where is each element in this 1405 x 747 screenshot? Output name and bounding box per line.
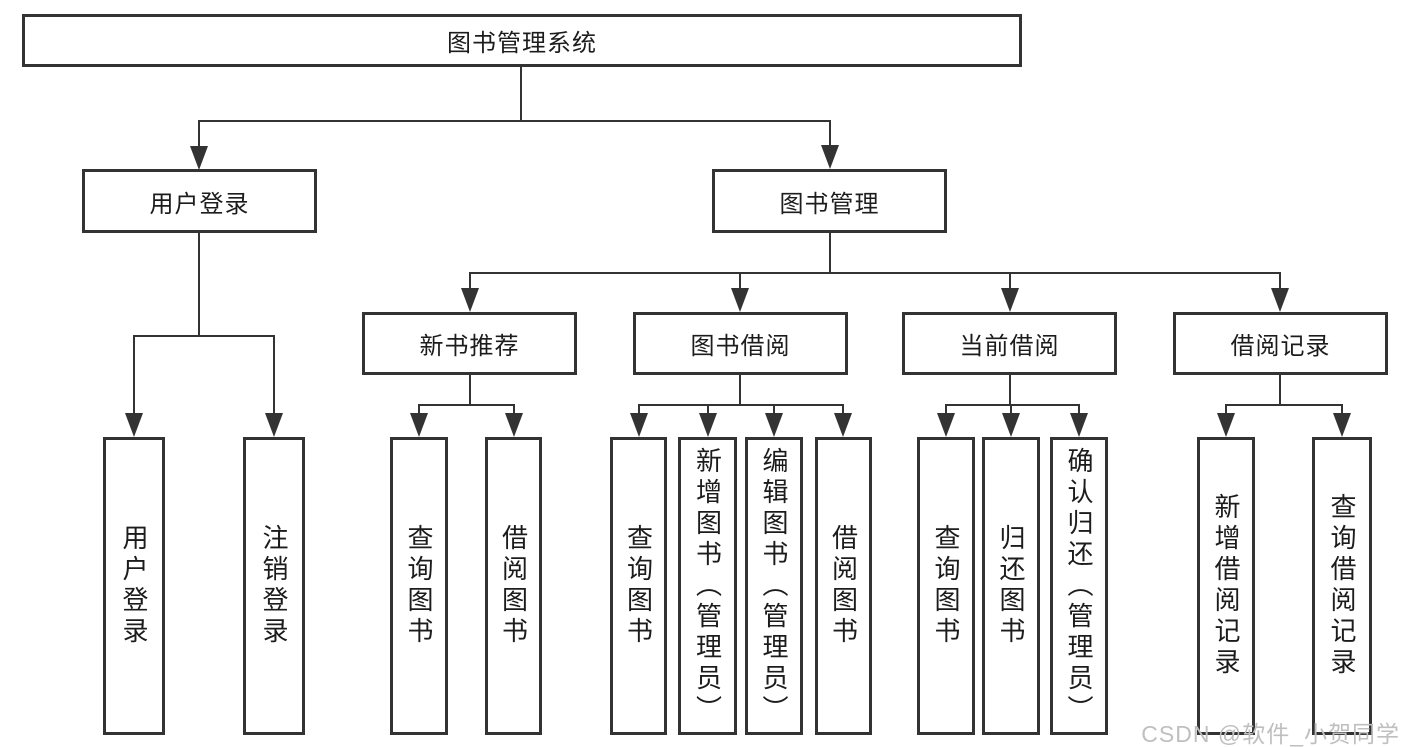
node-label: 查询图书 — [404, 524, 434, 648]
node-label: 当前借阅 — [959, 333, 1060, 360]
leaf-edit-book-admin: 编辑图书（管理员） — [745, 437, 803, 735]
csdn-watermark: CSDN @软件_小贺同学 — [1141, 721, 1400, 747]
node-borrowing-records: 借阅记录 — [1173, 312, 1388, 375]
node-label: 用户登录 — [149, 190, 250, 218]
node-label: 编辑图书（管理员） — [759, 446, 789, 726]
node-user-login: 用户登录 — [82, 169, 317, 233]
leaf-user-login: 用户登录 — [103, 437, 165, 735]
leaf-logout: 注销登录 — [243, 437, 305, 735]
node-label: 查询图书 — [931, 524, 961, 648]
leaf-add-borrow-record: 新增借阅记录 — [1197, 437, 1255, 735]
node-label: 查询借阅记录 — [1327, 493, 1357, 679]
leaf-query-books-recommend: 查询图书 — [390, 437, 448, 735]
leaf-confirm-return-admin: 确认归还（管理员） — [1050, 437, 1108, 735]
leaf-query-books-borrowing: 查询图书 — [610, 437, 667, 735]
node-label: 新书推荐 — [419, 333, 520, 360]
leaf-add-book-admin: 新增图书（管理员） — [678, 437, 737, 735]
node-label: 归还图书 — [996, 524, 1026, 648]
node-library-management-system: 图书管理系统 — [22, 14, 1022, 67]
node-new-book-recommend: 新书推荐 — [362, 312, 577, 375]
node-label: 图书借阅 — [690, 333, 791, 360]
leaf-borrow-books-recommend: 借阅图书 — [485, 437, 542, 735]
node-current-borrowing: 当前借阅 — [902, 312, 1117, 375]
node-label: 查询图书 — [623, 524, 654, 648]
leaf-query-borrow-record: 查询借阅记录 — [1312, 437, 1372, 735]
leaf-return-book: 归还图书 — [982, 437, 1040, 735]
node-label: 注销登录 — [259, 524, 289, 648]
node-label: 确认归还（管理员） — [1064, 446, 1094, 726]
node-label: 图书管理系统 — [447, 30, 597, 57]
node-label: 新增图书（管理员） — [692, 446, 723, 726]
node-label: 用户登录 — [119, 524, 149, 648]
node-label: 借阅图书 — [828, 524, 859, 648]
node-label: 新增借阅记录 — [1211, 493, 1241, 679]
leaf-query-books-current: 查询图书 — [917, 437, 975, 735]
node-label: 借阅记录 — [1230, 333, 1331, 360]
node-book-borrowing: 图书借阅 — [633, 312, 848, 375]
node-label: 图书管理 — [779, 190, 880, 218]
leaf-borrow-books: 借阅图书 — [815, 437, 872, 735]
node-label: 借阅图书 — [498, 524, 529, 648]
node-book-management: 图书管理 — [712, 169, 947, 233]
